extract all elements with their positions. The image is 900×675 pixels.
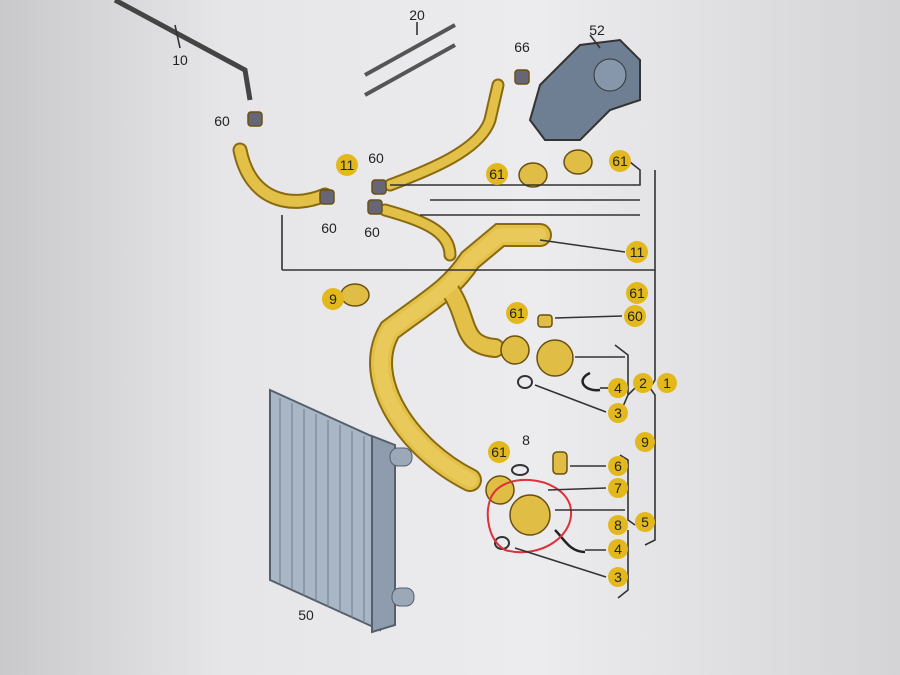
hoses — [232, 78, 552, 492]
callout-11: 11 — [630, 244, 645, 260]
bracket-part-20 — [364, 23, 456, 97]
thermostat-housing-part-52 — [528, 38, 641, 141]
pipe-part-10 — [113, 0, 253, 101]
callout-10: 10 — [172, 52, 188, 68]
callout-60: 60 — [368, 150, 384, 166]
callout-60: 60 — [214, 113, 230, 129]
callout-4: 4 — [614, 380, 622, 396]
callout-highlights — [322, 150, 677, 587]
callout-5: 5 — [641, 514, 649, 530]
callout-8: 8 — [522, 432, 530, 448]
callout-9: 9 — [329, 291, 337, 307]
callout-8: 8 — [614, 517, 622, 533]
callout-7: 7 — [614, 480, 622, 496]
callout-61: 61 — [629, 285, 645, 301]
radiator-part-50 — [269, 388, 415, 634]
callout-11: 11 — [340, 157, 355, 173]
callout-4: 4 — [614, 541, 622, 557]
callout-60: 60 — [321, 220, 337, 236]
callout-1: 1 — [663, 375, 671, 391]
callout-labels: 10 20 66 52 60 60 60 60 11 61 61 11 9 61… — [172, 7, 671, 623]
callout-60: 60 — [627, 308, 643, 324]
callout-66: 66 — [514, 39, 530, 55]
callout-52: 52 — [589, 22, 605, 38]
callout-61: 61 — [612, 153, 628, 169]
callout-61: 61 — [509, 305, 525, 321]
callout-61: 61 — [489, 166, 505, 182]
callout-3: 3 — [614, 405, 622, 421]
callout-61: 61 — [491, 444, 507, 460]
callout-6: 6 — [614, 458, 622, 474]
callout-60: 60 — [364, 224, 380, 240]
leader-lines — [174, 22, 656, 599]
callout-50: 50 — [298, 607, 314, 623]
callout-3: 3 — [614, 569, 622, 585]
callout-20: 20 — [409, 7, 425, 23]
callout-2: 2 — [639, 375, 647, 391]
callout-9: 9 — [641, 434, 649, 450]
red-markup-circle — [486, 479, 573, 554]
